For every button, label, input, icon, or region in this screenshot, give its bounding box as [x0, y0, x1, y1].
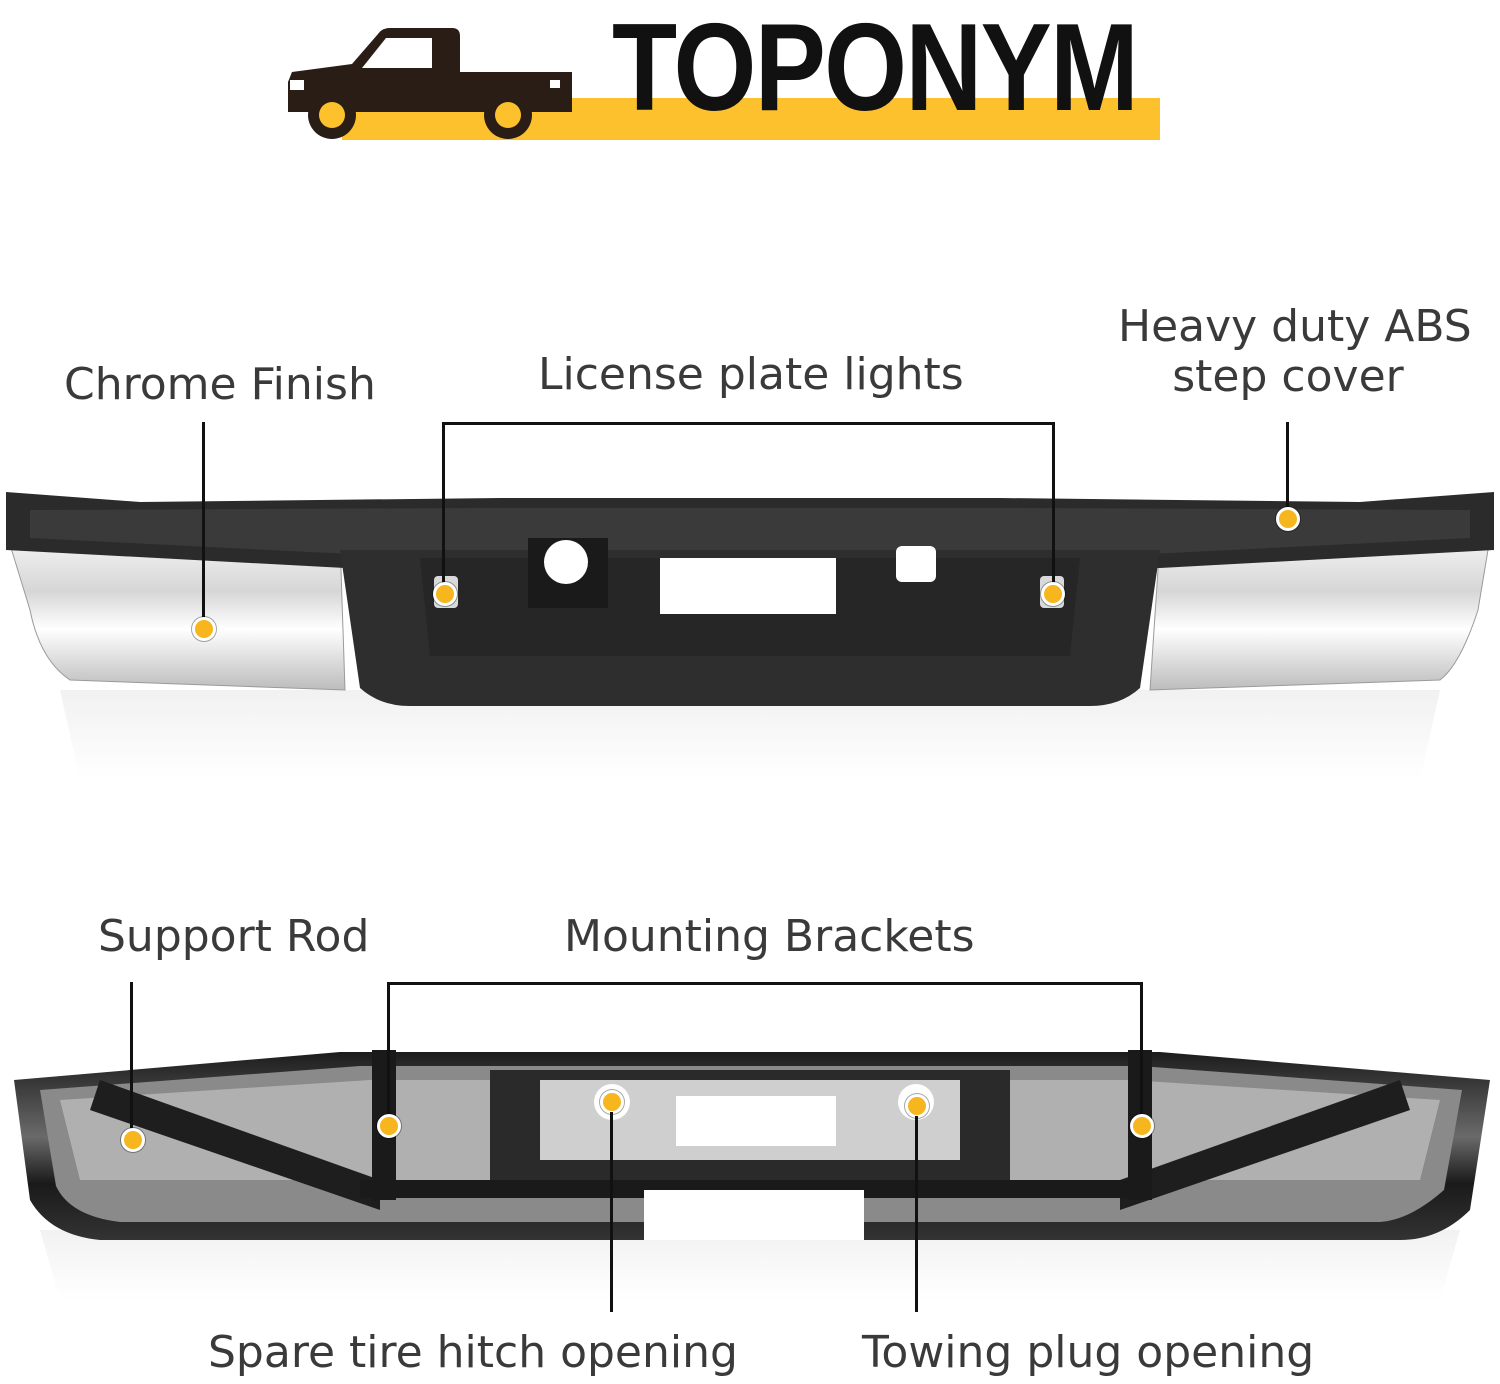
pickup-truck-icon	[288, 28, 572, 139]
leader-line	[915, 1116, 918, 1312]
callout-mounting-brackets: Mounting Brackets	[564, 911, 975, 962]
leader-bracket	[387, 982, 1143, 985]
leader-line	[1286, 422, 1289, 512]
marker-dot	[121, 1128, 145, 1152]
callout-step-cover-line1: Heavy duty ABS	[1118, 301, 1472, 352]
leader-line	[387, 982, 390, 1122]
callout-spare-tire: Spare tire hitch opening	[208, 1327, 738, 1378]
leader-line	[1052, 422, 1055, 590]
marker-dot	[192, 617, 216, 641]
callout-step-cover-line2: step cover	[1172, 351, 1404, 402]
callout-license-plate-lights: License plate lights	[538, 349, 964, 400]
leader-line	[442, 422, 445, 590]
leader-line	[610, 1112, 613, 1312]
marker-dot	[1276, 507, 1300, 531]
leader-bracket	[442, 422, 1055, 425]
marker-dot	[600, 1090, 624, 1114]
marker-dot	[905, 1094, 929, 1118]
marker-dot	[433, 582, 457, 606]
callout-towing-plug: Towing plug opening	[862, 1327, 1315, 1378]
rear-bumper-back-view	[14, 1050, 1490, 1300]
marker-dot	[1041, 582, 1065, 606]
marker-dot	[377, 1114, 401, 1138]
marker-dot	[1130, 1114, 1154, 1138]
leader-line	[130, 982, 133, 1132]
callout-step-cover: Heavy duty ABS step cover	[1118, 301, 1472, 402]
rear-bumper-front-view	[6, 492, 1494, 780]
callout-chrome-finish: Chrome Finish	[64, 359, 376, 410]
leader-line	[1140, 982, 1143, 1122]
leader-line	[202, 422, 205, 626]
brand-name: TOPONYM	[612, 0, 1139, 137]
callout-support-rod: Support Rod	[98, 911, 370, 962]
